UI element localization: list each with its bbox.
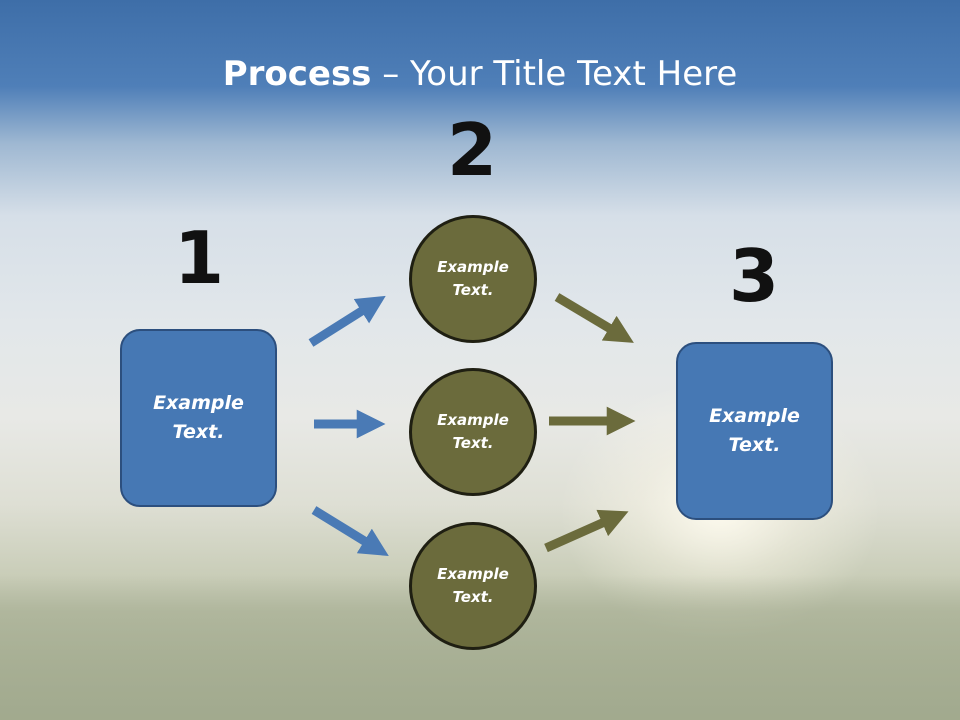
circle-bottom-text-line2: Text.	[452, 588, 494, 606]
step-number-3: 3	[728, 234, 780, 318]
step-3-text-line1: Example	[709, 405, 800, 427]
circle-middle-text-line2: Text.	[452, 434, 494, 452]
arrow-blue-down	[311, 506, 389, 557]
step-2-circle-middle[interactable]: Example Text.	[409, 368, 537, 496]
step-3-text-line2: Text.	[728, 434, 781, 456]
title-rest: – Your Title Text Here	[371, 54, 738, 94]
title-bold: Process	[222, 54, 372, 94]
step-number-1: 1	[173, 216, 225, 300]
step-1-box[interactable]: Example Text.	[120, 329, 277, 507]
circle-bottom-text-line1: Example	[437, 565, 509, 583]
step-number-2: 2	[446, 108, 498, 192]
arrow-blue-up	[308, 295, 386, 347]
step-1-text-line2: Text.	[172, 421, 225, 443]
circle-middle-text-line1: Example	[437, 411, 509, 429]
step-3-box[interactable]: Example Text.	[676, 342, 833, 520]
step-2-circle-top[interactable]: Example Text.	[409, 215, 537, 343]
circle-top-text-line1: Example	[437, 258, 509, 276]
step-2-circle-bottom[interactable]: Example Text.	[409, 522, 537, 650]
circle-top-text-line2: Text.	[452, 281, 494, 299]
arrow-olive-up	[544, 509, 629, 553]
arrow-olive-down	[554, 293, 634, 343]
slide-title[interactable]: Process – Your Title Text Here	[0, 52, 960, 96]
step-1-text-line1: Example	[153, 392, 244, 414]
